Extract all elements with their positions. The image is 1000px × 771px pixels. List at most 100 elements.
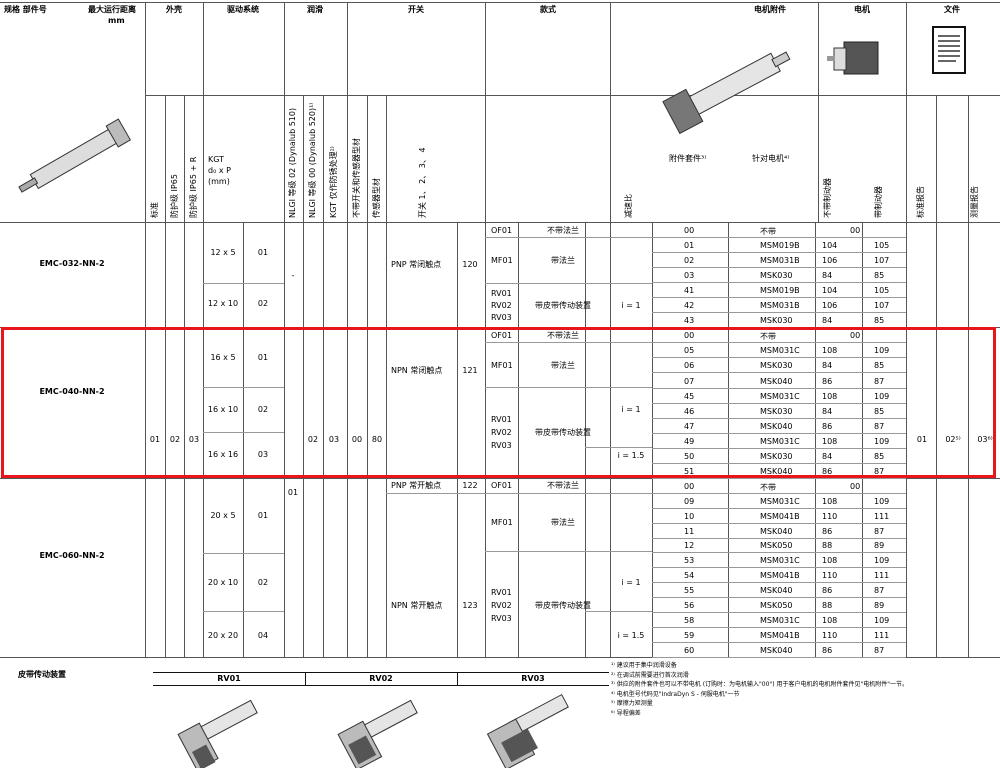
footnote: ⁴⁾ 电机型号代码见"IndraDyn S - 伺服电机"一节 <box>611 690 740 698</box>
version-rv01: RV01 <box>491 588 512 597</box>
header-lube: 润滑 <box>307 5 323 14</box>
vh-switch-nums: 开关 1、 2、 3、 4 <box>418 147 427 218</box>
vh-kgt-rust: KGT 仅作防锈处理²⁾ <box>329 146 338 218</box>
motor-name: MSK040 <box>760 586 793 596</box>
no-brake-code: 110 <box>822 630 838 640</box>
kit-code: 49 <box>684 436 695 446</box>
code-nlgi02: 02 <box>307 435 319 444</box>
header-version: 款式 <box>540 5 556 14</box>
no-brake-code: 84 <box>822 316 833 326</box>
footer-rv02: RV02 <box>369 674 393 683</box>
motor-name: MSK030 <box>760 406 793 416</box>
no-brake-code: 00 <box>850 481 861 491</box>
code-ip65: 02 <box>169 435 181 444</box>
no-brake-code: 104 <box>822 241 838 251</box>
header-drive: 驱动系统 <box>227 5 259 14</box>
motor-name: MSM041B <box>760 630 800 640</box>
version-rv02: RV02 <box>491 428 512 437</box>
kgt-code: 03 <box>257 450 269 459</box>
motor-name: MSM019B <box>760 286 800 296</box>
kit-code: 43 <box>684 316 695 326</box>
kit-code: 06 <box>684 361 695 371</box>
kgt-dim: 20 x 10 <box>207 578 239 587</box>
brake-code: 109 <box>874 496 890 506</box>
version-flange: 带法兰 <box>551 518 575 527</box>
ratio-i1: i = 1 <box>621 301 641 310</box>
kit-code: 60 <box>684 645 695 655</box>
no-brake-code: 108 <box>822 496 838 506</box>
vh-sensor: 传感器型材 <box>372 178 381 218</box>
no-brake-code: 110 <box>822 511 838 521</box>
brake-code: 109 <box>874 346 890 356</box>
kit-code: 41 <box>684 286 695 296</box>
no-brake-code: 00 <box>850 331 861 341</box>
version-rv01: RV01 <box>491 415 512 424</box>
no-brake-code: 84 <box>822 361 833 371</box>
model-emc-040: EMC-040-NN-2 <box>39 387 105 396</box>
version-mf01: MF01 <box>491 361 513 370</box>
kit-code: 11 <box>684 526 695 536</box>
no-brake-code: 108 <box>822 615 838 625</box>
vh-ip65r: 防护级 IP65 + R <box>189 156 198 218</box>
motor-name: MSK050 <box>760 541 793 551</box>
motor-attachment-image <box>662 51 791 135</box>
version-belt: 带皮带传动装置 <box>535 428 591 437</box>
no-brake-code: 00 <box>850 226 861 235</box>
brake-code: 109 <box>874 436 890 446</box>
motor-name: MSM031C <box>760 346 800 356</box>
vh-no-switch: 不带开关和传感器型材 <box>352 138 361 218</box>
kit-code: 07 <box>684 376 695 386</box>
version-rv03: RV03 <box>491 441 512 450</box>
ratio-i1: i = 1 <box>621 578 641 587</box>
kit-code: 00 <box>684 331 695 341</box>
motor-name: MSK030 <box>760 271 793 281</box>
kgt-dim: 20 x 5 <box>210 511 236 520</box>
code-sensor: 80 <box>371 435 383 444</box>
no-brake-code: 86 <box>822 376 833 386</box>
brake-code: 109 <box>874 556 890 566</box>
version-rv01: RV01 <box>491 289 512 298</box>
version-belt: 带皮带传动装置 <box>535 301 591 310</box>
ratio-i1: i = 1 <box>621 405 641 414</box>
version-no-flange: 不带法兰 <box>547 226 579 235</box>
header-switch: 开关 <box>408 5 424 14</box>
motor-name: MSK040 <box>760 526 793 536</box>
kit-code: 58 <box>684 615 695 625</box>
no-brake-code: 84 <box>822 406 833 416</box>
switch-label: NPN 常开触点 <box>391 601 443 610</box>
vh-std-report: 标准报告 <box>916 186 925 218</box>
motor-name: MSM041B <box>760 571 800 581</box>
kit-code: 55 <box>684 586 695 596</box>
switch-code: 120 <box>462 260 478 269</box>
version-mf01: MF01 <box>491 518 513 527</box>
no-brake-code: 108 <box>822 346 838 356</box>
kgt-dim: 20 x 20 <box>207 631 239 640</box>
kgt-unit-label: (mm) <box>208 177 230 186</box>
footnote: ³⁾ 供应的附件套件也可以不带电机 (订购时：为电机输入"00") 用于客户电机… <box>611 681 908 688</box>
version-of01: OF01 <box>491 226 513 235</box>
kit-code: 46 <box>684 406 695 416</box>
footer-rv03: RV03 <box>521 674 545 683</box>
kit-code: 47 <box>684 421 695 431</box>
kit-code: 09 <box>684 496 695 506</box>
kit-code: 00 <box>684 481 695 491</box>
switch-label: PNP 常闭触点 <box>391 260 442 269</box>
brake-code: 87 <box>874 376 885 386</box>
kit-code: 12 <box>684 541 695 551</box>
kit-code: 50 <box>684 451 695 461</box>
document-icon <box>932 26 966 74</box>
motor-name: 不带 <box>760 332 776 342</box>
kit-code: 01 <box>684 241 695 251</box>
